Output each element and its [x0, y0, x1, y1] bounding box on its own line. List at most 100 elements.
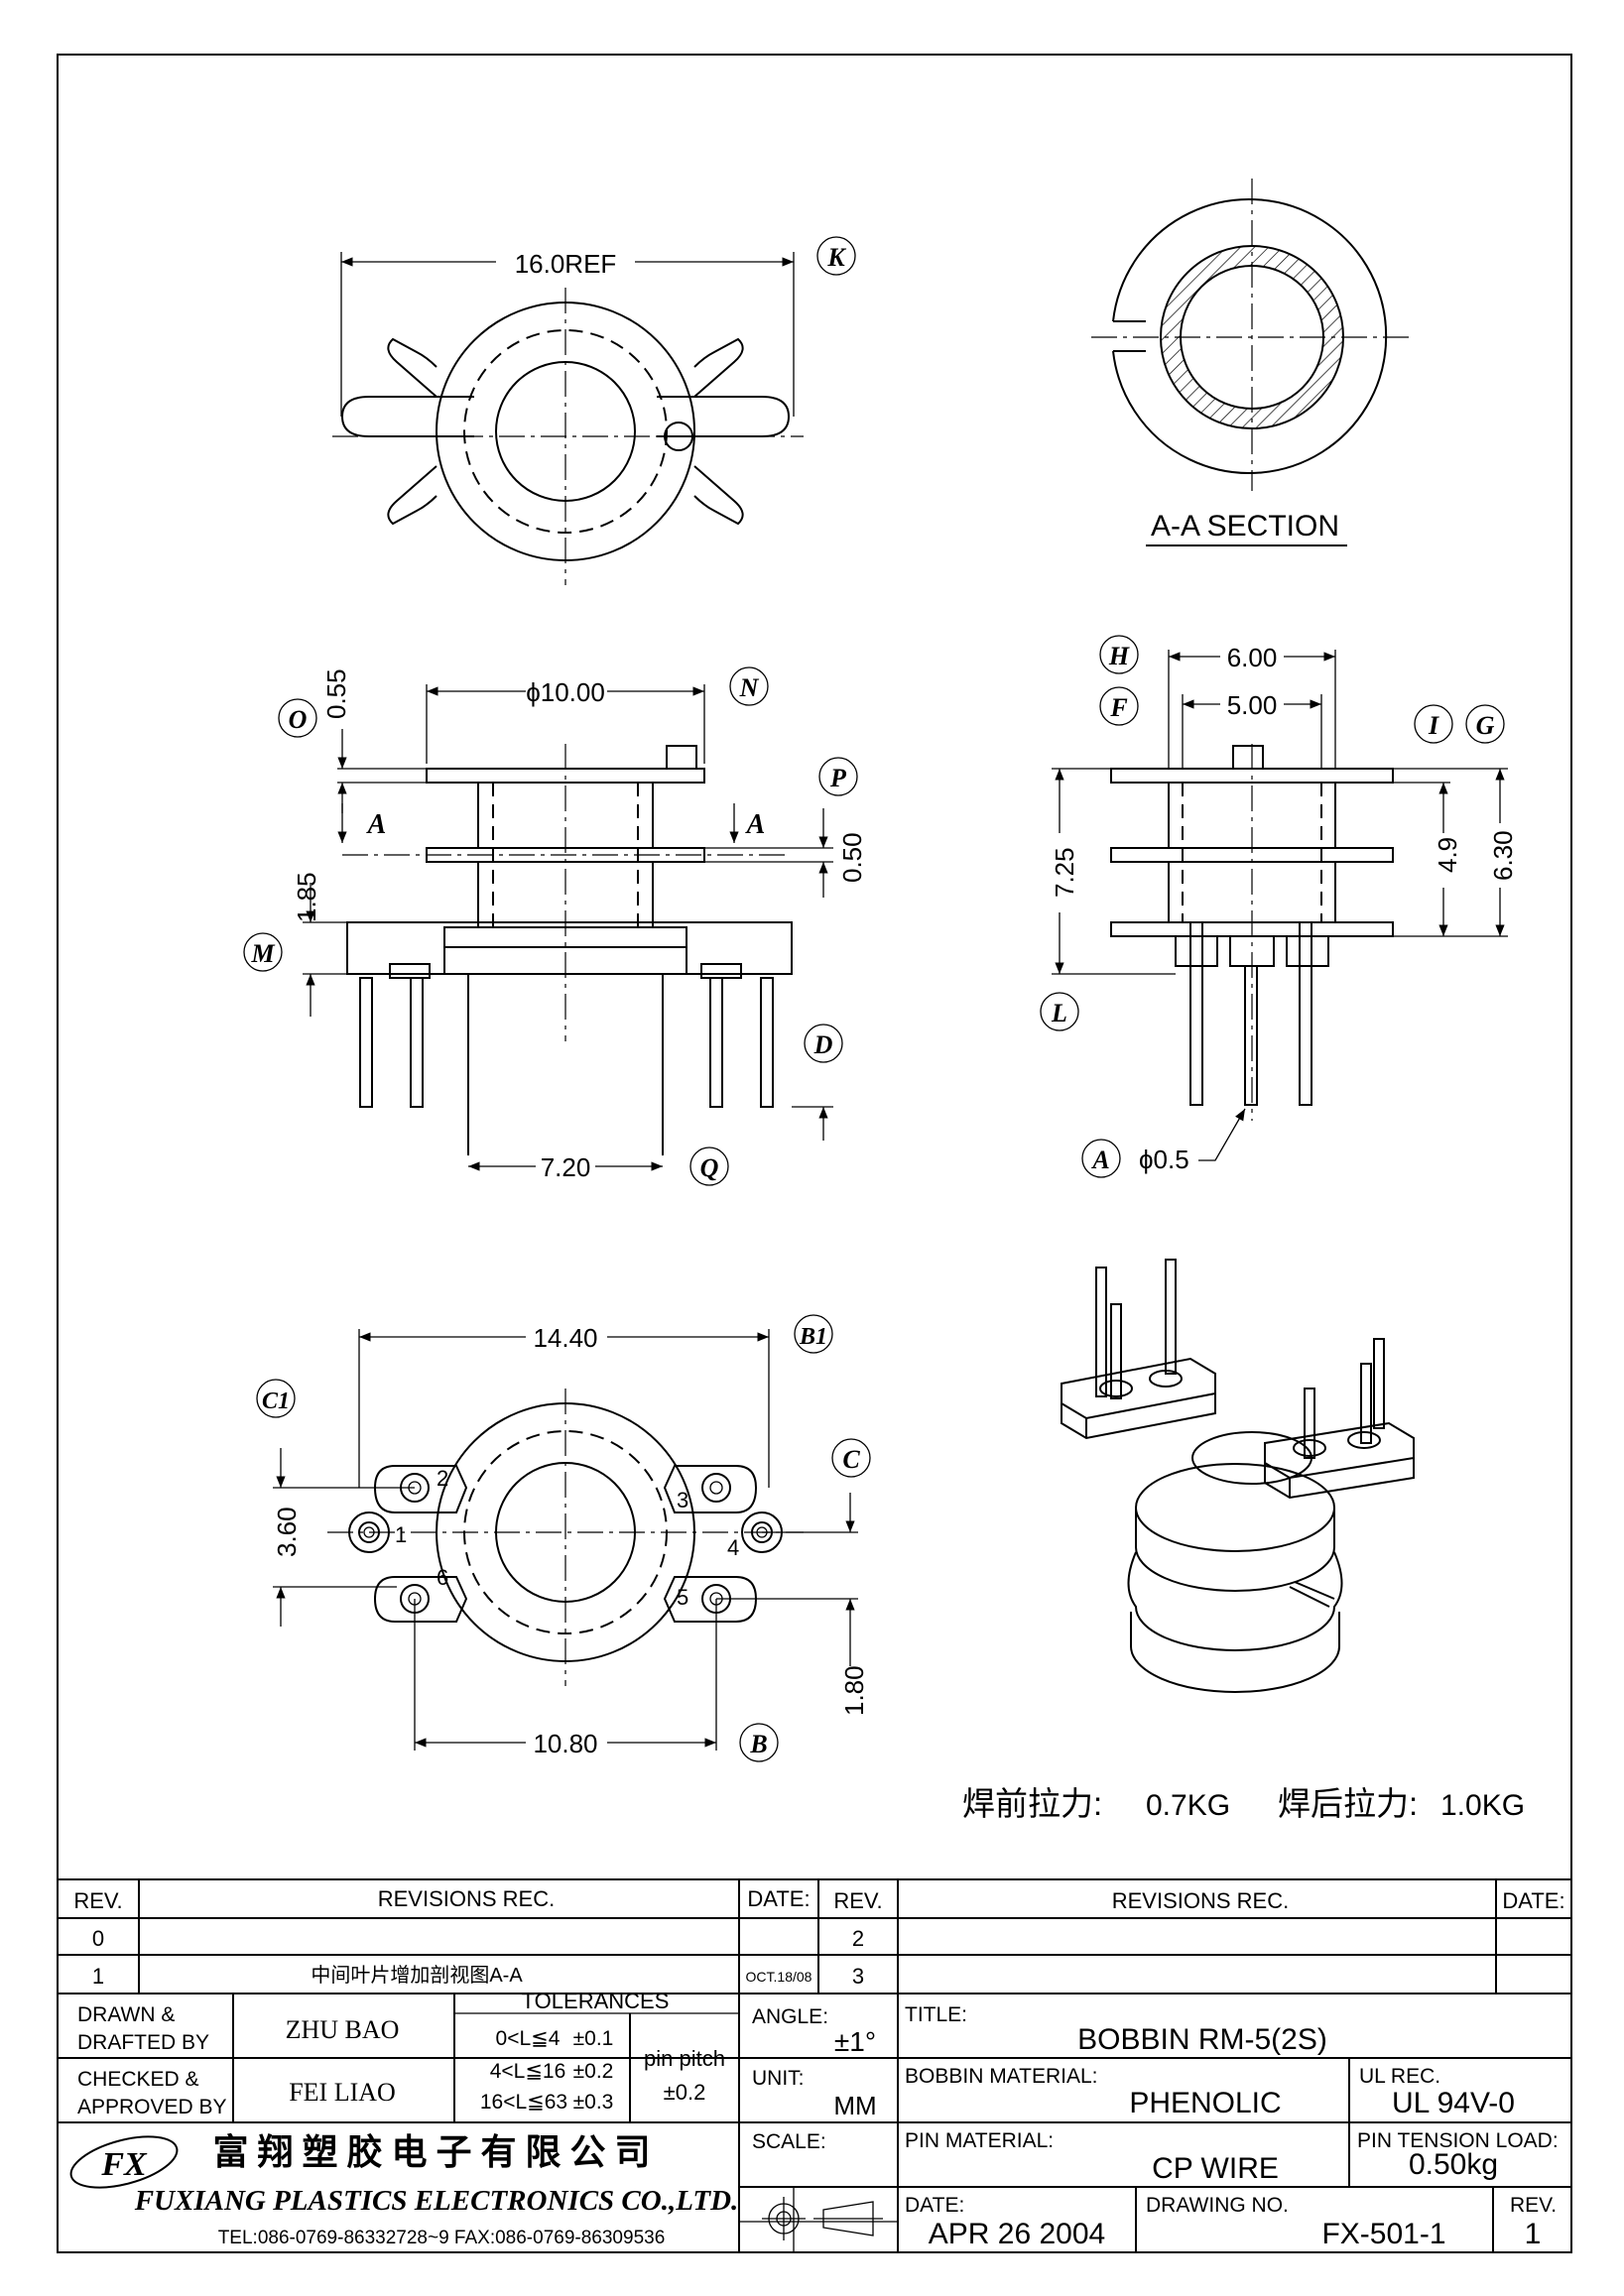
date-hdr-left: DATE:: [747, 1886, 810, 1911]
dim-pin-span: 7.20: [541, 1152, 591, 1182]
rev-row-1: 1: [92, 1964, 104, 1989]
company-name-en: FUXIANG PLASTICS ELECTRONICS CO.,LTD.: [134, 2185, 739, 2217]
pull-before-label: 焊前拉力:: [962, 1785, 1102, 1822]
dim-side-630: 6.30: [1488, 830, 1518, 881]
ref-p: P: [829, 764, 847, 792]
date-row-1: OCT.18/08: [746, 1969, 812, 1985]
pin-number-5: 5: [677, 1585, 688, 1610]
rev-row-3: 3: [852, 1964, 864, 1989]
date-hdr-right: DATE:: [1502, 1888, 1564, 1913]
isometric-view: [1061, 1259, 1415, 1693]
ref-g: G: [1476, 711, 1495, 740]
dim-side-inner: 5.00: [1227, 690, 1278, 720]
ref-m: M: [250, 939, 275, 968]
top-view: 16.0REF K: [332, 236, 856, 585]
rec-hdr-right: REVISIONS REC.: [1112, 1888, 1289, 1913]
rev-row-0: 0: [92, 1926, 104, 1951]
ul-value: UL 94V-0: [1392, 2087, 1515, 2119]
date-value: APR 26 2004: [929, 2218, 1105, 2250]
pin-pitch-value: ±0.2: [664, 2080, 706, 2105]
drawn-label-2: DRAFTED BY: [77, 2031, 209, 2054]
pin-material-label: PIN MATERIAL:: [905, 2129, 1054, 2152]
rev-hdr-right: REV.: [833, 1888, 882, 1913]
title-value: BOBBIN RM-5(2S): [1077, 2023, 1327, 2056]
tolerances-label: TOLERANCES: [522, 1989, 670, 2013]
tol-range-0: 0<L≦4: [496, 2027, 561, 2050]
sheet-border: [57, 54, 1572, 2253]
checked-label-1: CHECKED &: [77, 2068, 199, 2091]
projection-symbol-icon: [762, 2197, 883, 2240]
pin-number-4: 4: [727, 1535, 739, 1560]
drawn-by: ZHU BAO: [286, 2015, 400, 2044]
rev-value: 1: [1525, 2218, 1542, 2250]
pin-number-2: 2: [437, 1466, 448, 1491]
rev-row-2: 2: [852, 1926, 864, 1951]
dim-flange-dia: ϕ10.00: [526, 677, 605, 707]
ref-c1: C1: [262, 1389, 290, 1414]
ref-q: Q: [700, 1153, 719, 1182]
side-view: 6.00 H 5.00 F: [1040, 635, 1518, 1178]
ref-n: N: [739, 673, 760, 702]
unit-label: UNIT:: [752, 2067, 805, 2090]
pin-tension-label: PIN TENSION LOAD:: [1357, 2129, 1559, 2152]
dim-360: 3.60: [272, 1507, 302, 1557]
dim-top-width: 16.0REF: [515, 249, 617, 279]
dim-side-outer: 6.00: [1227, 643, 1278, 672]
ref-l: L: [1051, 999, 1067, 1027]
dim-185: 1.85: [292, 872, 321, 922]
pin-tension-value: 0.50kg: [1409, 2148, 1498, 2181]
dim-o: 0.55: [321, 668, 351, 719]
bobbin-material-value: PHENOLIC: [1129, 2087, 1281, 2119]
angle-value: ±1°: [834, 2026, 876, 2057]
scale-label: SCALE:: [752, 2130, 826, 2153]
tol-range-2: 16<L≦63: [480, 2091, 567, 2114]
tol-value-0: ±0.1: [573, 2027, 614, 2050]
dim-side-725: 7.25: [1050, 847, 1079, 898]
tol-value-1: ±0.2: [573, 2060, 614, 2083]
pin-number-3: 3: [677, 1488, 688, 1512]
title-label: TITLE:: [905, 2003, 967, 2026]
drawn-label-1: DRAWN &: [77, 2003, 175, 2026]
ref-f: F: [1109, 693, 1127, 722]
drawing-no-value: FX-501-1: [1321, 2218, 1445, 2250]
unit-value: MM: [833, 2091, 876, 2120]
ref-d: D: [813, 1030, 833, 1059]
section-mark-right: A: [745, 809, 766, 840]
ref-o: O: [289, 705, 308, 734]
company-logo-icon: FX: [69, 2135, 179, 2189]
section-mark-left: A: [366, 809, 387, 840]
front-view: ϕ10.00 N A A: [243, 666, 867, 1186]
rev-hdr-left: REV.: [73, 1888, 122, 1913]
date-label: DATE:: [905, 2194, 964, 2217]
ref-b: B: [749, 1730, 767, 1758]
pin-number-1: 1: [395, 1522, 407, 1547]
pull-force-note: 焊前拉力: 0.7KG 焊后拉力: 1.0KG: [962, 1785, 1525, 1822]
ref-k: K: [826, 243, 846, 272]
title-block: DRAWN & DRAFTED BY ZHU BAO CHECKED & APP…: [58, 1989, 1571, 2252]
dim-180: 1.80: [839, 1665, 869, 1716]
logo-text: FX: [100, 2146, 148, 2183]
ref-a: A: [1090, 1146, 1109, 1174]
section-caption: A-A SECTION: [1151, 510, 1339, 543]
rev-label: REV.: [1510, 2194, 1557, 2217]
tol-range-1: 4<L≦16: [490, 2060, 566, 2083]
pin-material-value: CP WIRE: [1152, 2152, 1279, 2185]
company-contact: TEL:086-0769-86332728~9 FAX:086-0769-863…: [218, 2228, 666, 2248]
tol-value-2: ±0.3: [573, 2091, 614, 2114]
drawing-no-label: DRAWING NO.: [1146, 2194, 1289, 2217]
bobbin-material-label: BOBBIN MATERIAL:: [905, 2065, 1098, 2088]
dim-p: 0.50: [837, 832, 867, 883]
ref-h: H: [1108, 642, 1130, 670]
dim-bottom-width: 14.40: [533, 1323, 597, 1353]
pin-pitch-label: pin pitch: [644, 2046, 725, 2071]
dim-pin-x: 10.80: [533, 1729, 597, 1758]
ref-c: C: [842, 1445, 860, 1474]
checked-by: FEI LIAO: [289, 2078, 396, 2107]
ref-b1: B1: [799, 1324, 827, 1350]
pull-before-value: 0.7KG: [1146, 1789, 1230, 1822]
dim-pin-dia: ϕ0.5: [1139, 1145, 1189, 1174]
rec-row-1: 中间叶片增加剖视图A-A: [311, 1964, 523, 1987]
pin-number-6: 6: [437, 1565, 448, 1590]
ul-label: UL REC.: [1359, 2065, 1440, 2088]
